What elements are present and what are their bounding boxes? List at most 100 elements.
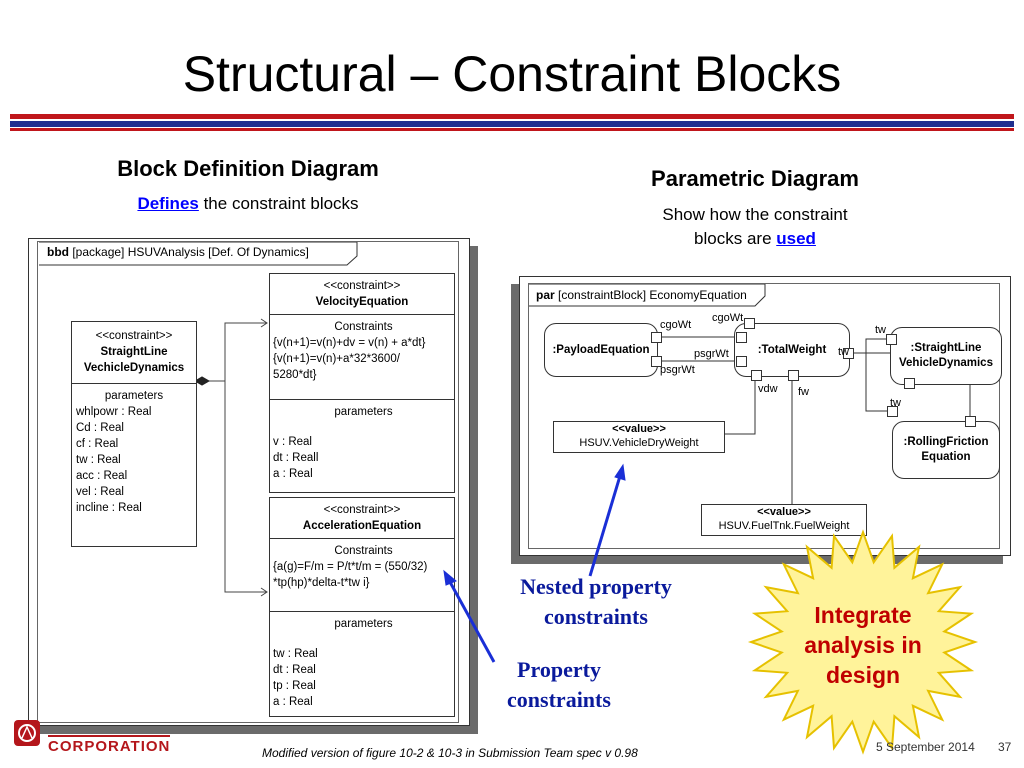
straightline-dynamics-part[interactable]: :StraightLine VehicleDynamics: [890, 327, 1002, 385]
logo-mark-icon: [18, 724, 36, 742]
label-cgowt-left: cgoWt: [660, 319, 692, 331]
straightline-params: whlpowr : Real Cd : Real cf : Real tw : …: [72, 404, 196, 516]
vehicle-dry-weight-value[interactable]: <<value>> HSUV.VehicleDryWeight: [553, 421, 725, 453]
bdd-subheading-text: the constraint blocks: [198, 194, 359, 213]
nested-callout-line1: Nested property: [520, 574, 672, 599]
velocity-name-compartment: <<constraint>> VelocityEquation: [270, 274, 454, 315]
rolling-top-port[interactable]: [965, 416, 976, 427]
velocity-stereotype: <<constraint>>: [323, 280, 401, 292]
acceleration-constraints-compartment: Constraints {a(g)=F/m = P/t*t/m = (550/3…: [270, 539, 454, 612]
param-item: cf : Real: [76, 438, 119, 450]
velocity-name: VelocityEquation: [315, 296, 409, 308]
par-connectors: [660, 336, 971, 507]
param-item: vel : Real: [76, 486, 124, 498]
velocity-params-title: parameters: [334, 406, 393, 418]
param-item: acc : Real: [76, 470, 128, 482]
param-item: incline : Real: [76, 502, 142, 514]
straightline-block[interactable]: <<constraint>> StraightLine VechicleDyna…: [71, 321, 197, 547]
totalweight-tw-port[interactable]: [843, 348, 854, 359]
straightline-name-2: VechicleDynamics: [83, 362, 185, 374]
footer-date: 5 September 2014: [876, 740, 975, 754]
company-logo: CORPORATION: [14, 720, 202, 760]
par-kind: par: [536, 288, 555, 302]
label-tw-top: tw: [875, 324, 886, 336]
logo-company-name: CORPORATION: [48, 735, 171, 755]
label-cgowt-top: cgoWt: [712, 312, 744, 324]
straightline-params-title: parameters: [104, 390, 164, 402]
starburst-line2: analysis in: [804, 632, 922, 658]
acceleration-stereotype: <<constraint>>: [323, 504, 401, 516]
used-link[interactable]: used: [776, 229, 816, 248]
straightline-stereotype: <<constraint>>: [95, 330, 173, 342]
logo-mark: [14, 720, 40, 746]
velocity-constraints-title: Constraints: [334, 321, 393, 333]
bdd-header-label: bbd [package] HSUVAnalysis [Def. Of Dyna…: [47, 245, 309, 259]
title-rule-red-bottom: [10, 128, 1014, 131]
constraint-item: {a(g)=F/m = P/t*t/m = (550/32): [273, 561, 428, 573]
bdd-header-text: [package] HSUVAnalysis [Def. Of Dynamics…: [69, 245, 309, 259]
par-subheading-line2: blocks are used: [545, 227, 965, 250]
payload-equation-part[interactable]: :PayloadEquation: [544, 323, 658, 377]
label-psgrwt-mid: psgrWt: [694, 348, 729, 360]
value2-name: HSUV.FuelTnk.FuelWeight: [718, 520, 850, 532]
totalweight-top-port[interactable]: [744, 318, 755, 329]
acceleration-name: AccelerationEquation: [302, 520, 422, 532]
label-vdw: vdw: [758, 383, 778, 395]
label-fw: fw: [798, 386, 809, 398]
param-item: tw : Real: [273, 648, 318, 660]
payload-psgrwt-port[interactable]: [651, 356, 662, 367]
bdd-frame: bbd [package] HSUVAnalysis [Def. Of Dyna…: [28, 238, 470, 726]
bdd-subheading: Defines the constraint blocks: [40, 192, 456, 215]
title-rule-blue: [10, 121, 1014, 127]
label-tw-right: tw: [838, 346, 849, 358]
rolling-tw-port[interactable]: [887, 406, 898, 417]
starburst-line3: design: [825, 662, 901, 688]
totalweight-psgrwt-port[interactable]: [736, 356, 747, 367]
acceleration-block[interactable]: <<constraint>> AccelerationEquation Cons…: [269, 497, 455, 717]
straightline-bottom-port[interactable]: [904, 378, 915, 389]
totalweight-fw-port[interactable]: [788, 370, 799, 381]
bdd-connectors: [193, 318, 268, 597]
totalweight-cgowt-port[interactable]: [736, 332, 747, 343]
payload-cgowt-port[interactable]: [651, 332, 662, 343]
rolling-part-line1: :RollingFriction: [903, 436, 989, 448]
bdd-kind: bbd: [47, 245, 69, 259]
fuel-weight-value[interactable]: <<value>> HSUV.FuelTnk.FuelWeight: [701, 504, 867, 536]
rolling-friction-part[interactable]: :RollingFriction Equation: [892, 421, 1000, 479]
par-heading: Parametric Diagram: [651, 166, 859, 191]
param-item: whlpowr : Real: [76, 406, 152, 418]
nested-callout-line2: constraints: [544, 604, 648, 629]
param-item: Cd : Real: [76, 422, 124, 434]
param-item: a : Real: [273, 696, 313, 708]
param-item: tw : Real: [76, 454, 121, 466]
starburst-text: Integrate analysis in design: [758, 600, 968, 690]
acceleration-name-compartment: <<constraint>> AccelerationEquation: [270, 498, 454, 539]
bdd-heading: Block Definition Diagram: [117, 156, 379, 181]
par-header-label: par [constraintBlock] EconomyEquation: [536, 288, 747, 302]
param-item: a : Real: [273, 468, 313, 480]
constraint-item: {v(n+1)=v(n)+a*32*3600/: [273, 353, 400, 365]
constraint-item: *tp(hp)*delta-t*tw i}: [273, 577, 370, 589]
footer-note: Modified version of figure 10-2 & 10-3 i…: [262, 746, 638, 760]
straightline-tw-port[interactable]: [886, 334, 897, 345]
value1-name: HSUV.VehicleDryWeight: [579, 437, 699, 449]
nested-callout: Nested property constraints: [482, 572, 710, 632]
velocity-constraints-compartment: Constraints {v(n+1)=v(n)+dv = v(n) + a*d…: [270, 315, 454, 400]
property-callout-line1: Property: [517, 657, 601, 682]
straightline-part-line1: :StraightLine: [910, 342, 982, 354]
totalweight-vdw-port[interactable]: [751, 370, 762, 381]
label-psgrwt-left: psgrWt: [660, 364, 695, 376]
bdd-header-tab: [39, 242, 358, 266]
property-callout-line2: constraints: [507, 687, 611, 712]
straightline-part-line2: VehicleDynamics: [899, 357, 993, 369]
rolling-part-line2: Equation: [921, 451, 971, 463]
label-tw-low: tw: [890, 397, 901, 409]
defines-link[interactable]: Defines: [137, 194, 199, 213]
par-frame: par [constraintBlock] EconomyEquation :P…: [519, 276, 1011, 556]
par-header-tab: [529, 284, 766, 307]
starburst-line1: Integrate: [814, 602, 912, 628]
velocity-block[interactable]: <<constraint>> VelocityEquation Constrai…: [269, 273, 455, 493]
par-subheading-line1: Show how the constraint: [662, 205, 848, 224]
slide-title: Structural – Constraint Blocks: [182, 46, 842, 102]
